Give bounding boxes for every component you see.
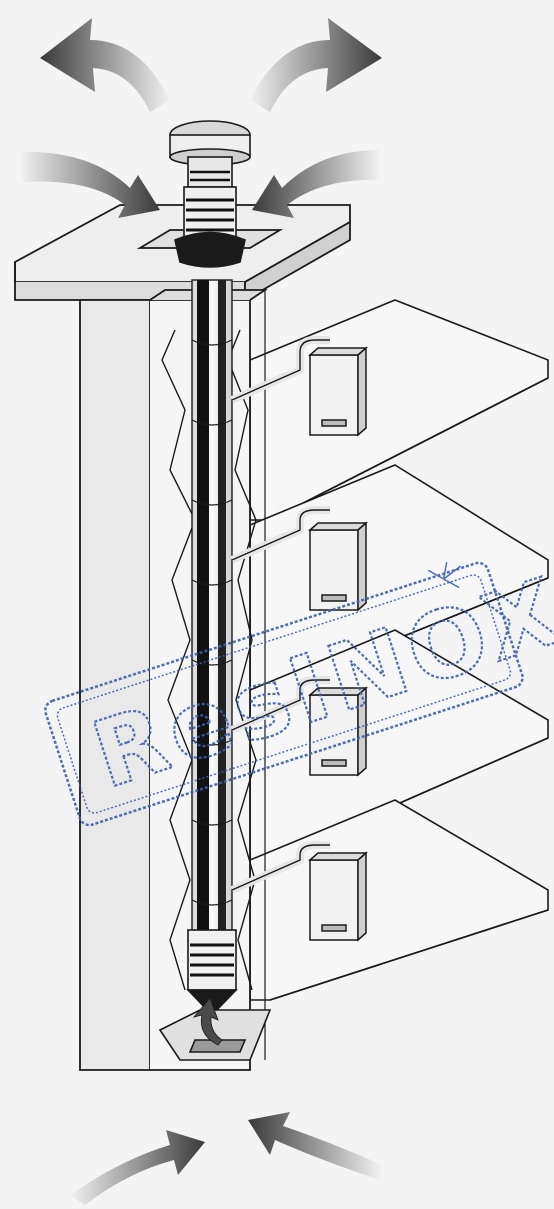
intake-arrow-bottom-right [248,1112,382,1180]
flue-pipe [191,279,233,981]
intake-arrow-bottom-left [70,1130,205,1205]
internal-airflow-arrow [192,997,223,1046]
intake-arrow-top-left [20,151,160,218]
boiler-3 [230,676,368,777]
condensate-section [158,929,272,1061]
boiler-1 [230,336,368,437]
intake-arrow-top-right [252,150,380,218]
exhaust-arrow-right [250,18,382,112]
boiler-4 [230,841,368,942]
chimney-terminal [169,120,251,268]
exhaust-arrow-left [40,18,170,112]
boiler-2 [230,506,368,612]
shaft-cavity [161,329,196,991]
